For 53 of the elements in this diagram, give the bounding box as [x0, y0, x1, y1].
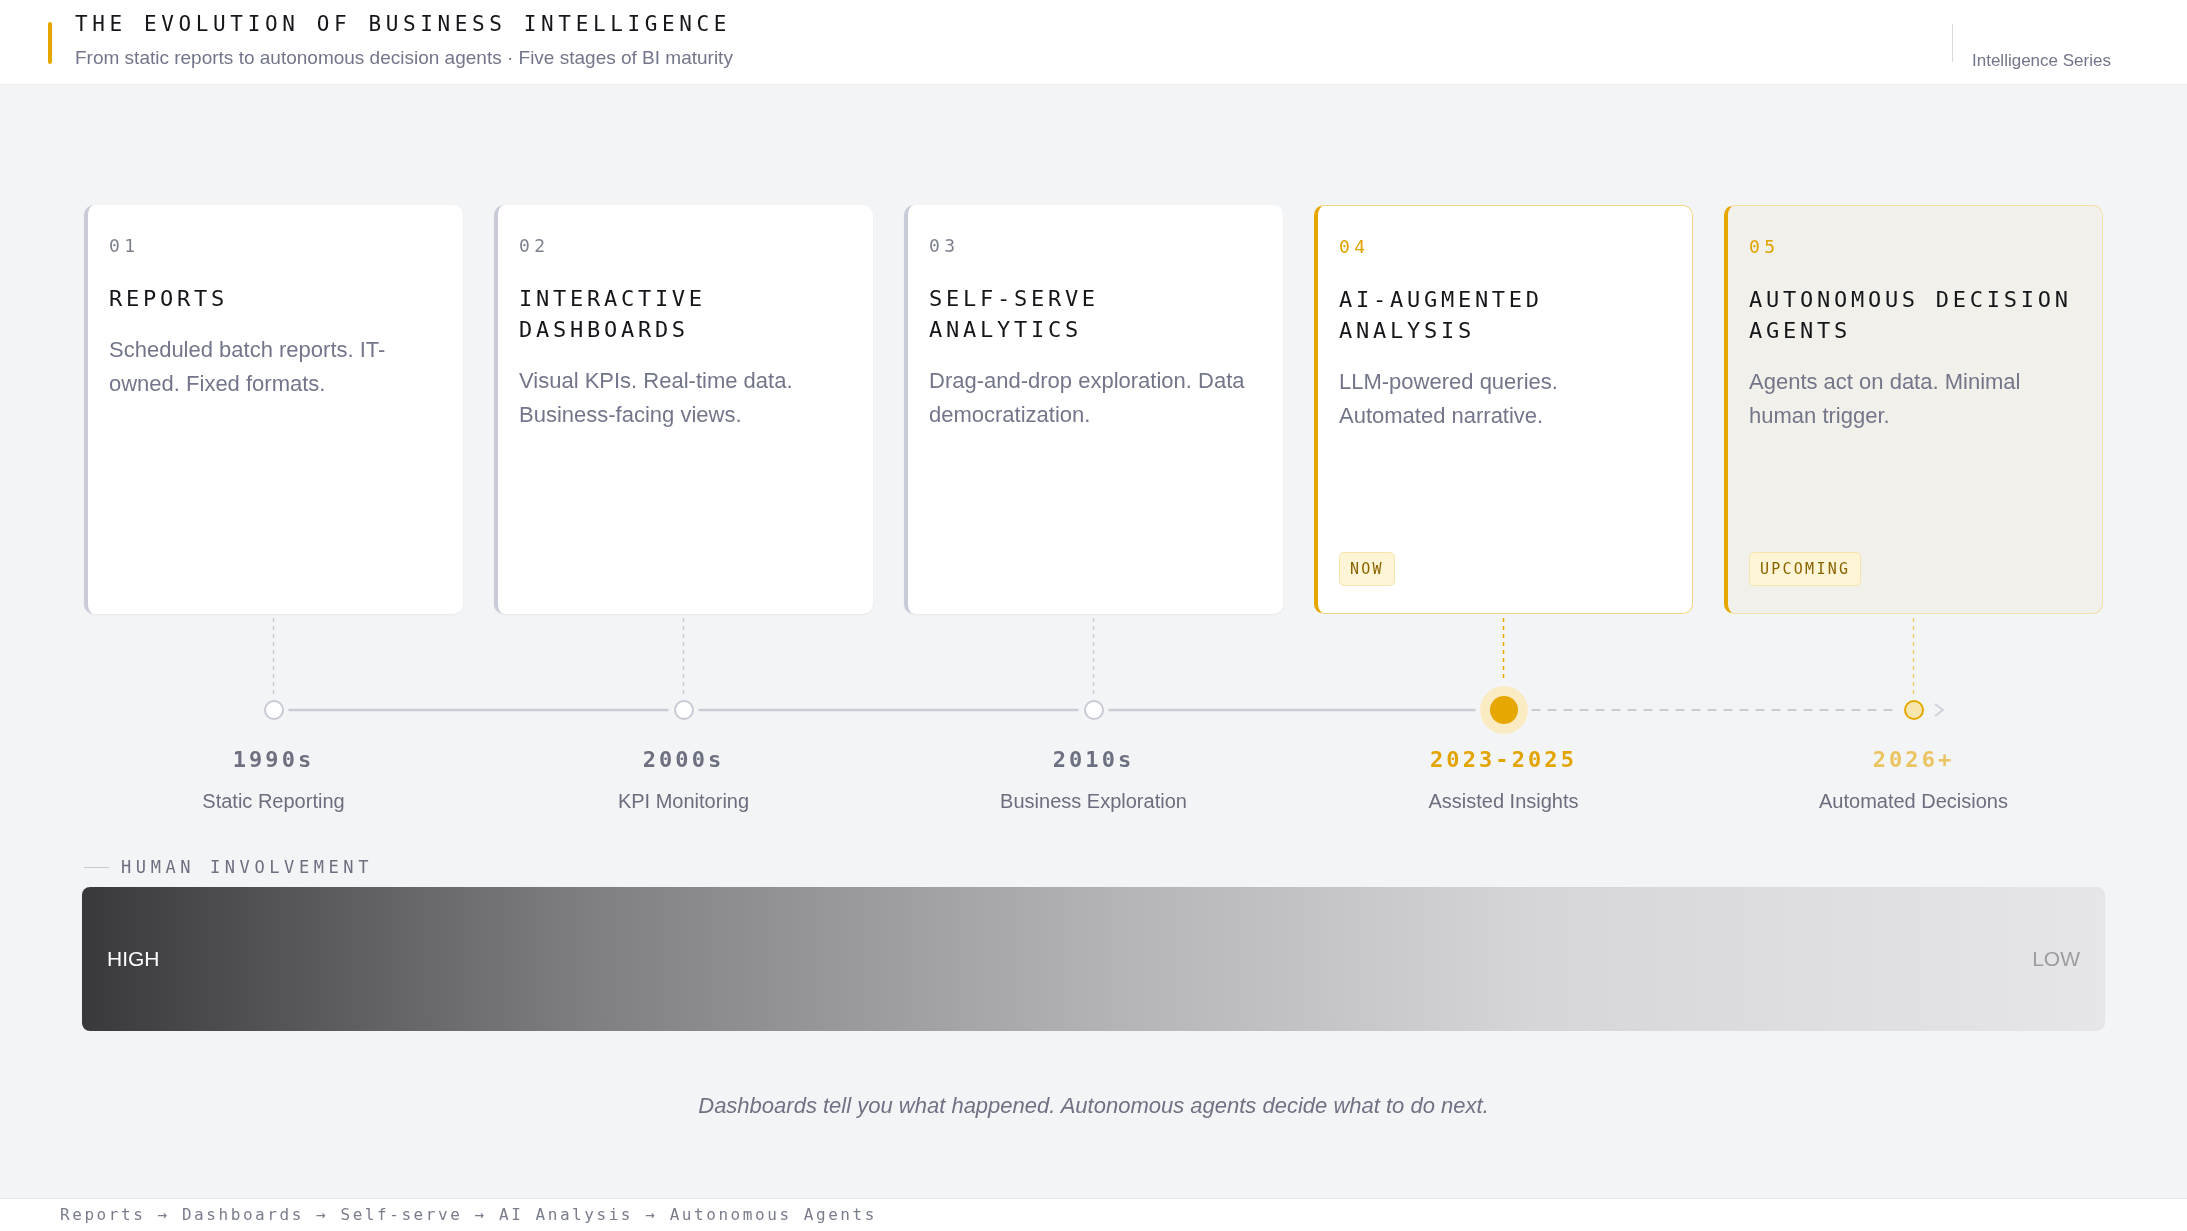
- year-label: 2023-2025: [1430, 746, 1577, 774]
- era-label: Automated Decisions: [1819, 789, 2008, 814]
- timeline-line: [288, 708, 669, 712]
- timeline-dot: [1902, 699, 1925, 721]
- timeline-line: [698, 708, 1079, 712]
- timeline-line: [1108, 708, 1476, 712]
- stage-number: 01: [109, 235, 140, 257]
- series-label: Intelligence Series: [1972, 50, 2111, 72]
- year-label: 2026+: [1872, 746, 1955, 774]
- stage-card: [904, 205, 1283, 614]
- stage-number: 03: [929, 235, 960, 257]
- timeline-dot: [1479, 686, 1528, 734]
- connector-line: [1092, 617, 1095, 696]
- stage-description: Drag-and-drop exploration. Data democratization.: [929, 367, 1246, 429]
- page-subtitle: From static reports to autonomous decision agents · Five stages of BI maturity: [75, 46, 733, 70]
- stage-title: SELF-SERVE ANALYTICS: [929, 285, 1100, 344]
- status-badge: UPCOMING: [1749, 552, 1862, 586]
- era-label: Static Reporting: [202, 789, 345, 814]
- era-label: KPI Monitoring: [617, 789, 750, 814]
- year-label: 2010s: [1052, 746, 1135, 774]
- stage-card: [1724, 205, 2103, 614]
- stage-title: INTERACTIVE DASHBOARDS: [519, 285, 707, 344]
- section-heading: HUMAN INVOLVEMENT: [121, 856, 374, 878]
- connector-line: [682, 617, 685, 696]
- era-label: Assisted Insights: [1428, 789, 1579, 814]
- stage-title: AI-AUGMENTED ANALYSIS: [1339, 286, 1544, 345]
- scale-label: HIGH: [107, 946, 160, 972]
- stage-title: REPORTS: [109, 285, 228, 313]
- stage-card: [1314, 205, 1693, 614]
- timeline-dot: [262, 699, 285, 721]
- stage-number: 04: [1339, 236, 1370, 258]
- stage-number: 02: [519, 235, 550, 257]
- stage-description: LLM-powered queries. Automated narrative.: [1339, 368, 1559, 430]
- connector-line: [272, 617, 275, 696]
- page-title: THE EVOLUTION OF BUSINESS INTELLIGENCE: [75, 11, 731, 38]
- stage-description: Agents act on data. Minimal human trigger.: [1749, 368, 2022, 430]
- timeline-dot: [672, 699, 695, 721]
- year-label: 1990s: [232, 746, 315, 774]
- stage-description: Scheduled batch reports. IT-owned. Fixed formats.: [109, 336, 387, 398]
- timeline-dot: [1082, 699, 1105, 721]
- year-label: 2000s: [642, 746, 725, 774]
- status-badge: NOW: [1339, 552, 1395, 586]
- stage-card: [494, 205, 873, 614]
- stage-description: Visual KPIs. Real-time data. Business-facing views.: [519, 367, 794, 429]
- scale-label: LOW: [2032, 946, 2080, 972]
- caption-quote: Dashboards tell you what happened. Autonomous agents decide what to do next.: [698, 1092, 1489, 1120]
- stage-card: [84, 205, 463, 614]
- stage-title: AUTONOMOUS DECISION AGENTS: [1749, 286, 2073, 345]
- involvement-gradient-bar: [82, 887, 2105, 1031]
- stage-number: 05: [1749, 236, 1780, 258]
- connector-line: [1912, 617, 1915, 696]
- era-label: Business Exploration: [1000, 789, 1187, 814]
- footer-breadcrumb: Reports → Dashboards → Self-serve → AI Analysis → Autonomous Agents: [60, 1205, 877, 1225]
